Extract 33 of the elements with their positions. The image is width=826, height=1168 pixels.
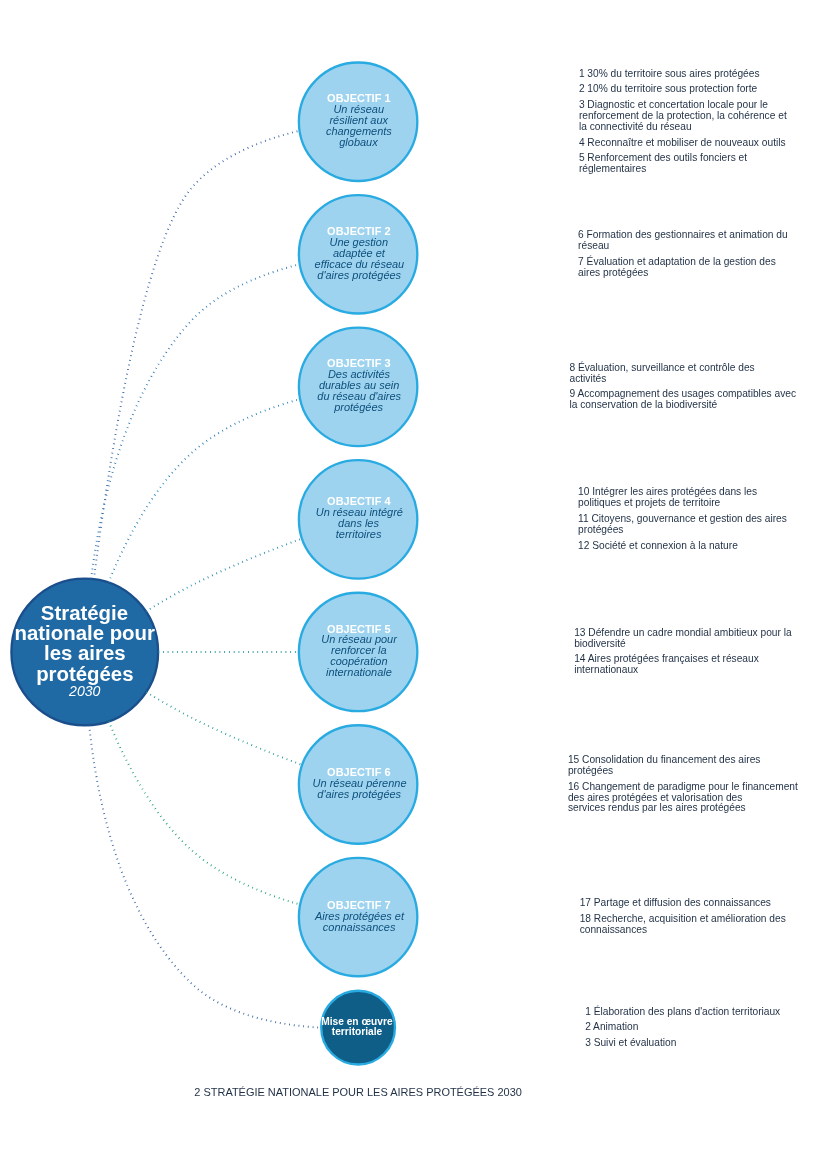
label: 2 STRATÉGIE NATIONALE POUR LES AIRES PROTÉGÉES 2030 [194,1085,522,1098]
node-label: 18 Recherche, acquisition et amélioration des connaissances [579,912,786,935]
node-label: 2 10% du territoire sous protection forte [578,82,758,94]
node-label: 3 Suivi et évaluation [585,1036,677,1048]
node-label: 15 Consolidation du financement des aires protégées [567,753,761,776]
node-circle: OBJECTIF 4 Un réseau intégré dans les territoires [297,458,419,580]
connector [145,690,303,766]
node-label: 1 30% du territoire sous aires protégées [578,67,760,79]
node-label: 4 Reconnaître et mobiliser de nouveaux outils [578,136,786,148]
node-label: 1 Élaboration des plans d'action territoriaux [585,1005,781,1017]
node-label: 11 Citoyens, gouvernance et gestion des aires protégées [578,512,787,535]
node-circle: OBJECTIF 7 Aires protégées et connaissances [297,856,419,977]
node-circle: OBJECTIF 1 Un réseau résilient aux changements globaux [297,60,419,182]
node-label: 3 Diagnostic et concertation locale pour le renforcement de la protection, la cohérence et la connectivité du réseau [578,98,787,132]
node-label: 17 Partage et diffusion des connaissances [579,896,771,908]
connector [145,537,303,612]
node-label: 14 Aires protégées françaises et réseaux internationaux [574,652,759,675]
node-label: 8 Évaluation, surveillance et contrôle des activités [569,361,755,384]
node-circle: OBJECTIF 2 Une gestion adaptée et efficace du réseau d'aires protégées [297,193,419,315]
node-circle: Mise en œuvre territoriale [320,989,397,1066]
node-circle: OBJECTIF 5 Un réseau pour renforcer la coopération internationale [297,591,419,712]
node-label: 6 Formation des gestionnaires et animation du réseau [578,228,788,251]
node-circle: OBJECTIF 6 Un réseau pérenne d'aires protégées [297,723,419,845]
node-label: 9 Accompagnement des usages compatibles avec la conservation de la biodiversité [569,387,796,410]
node-circle: Stratégie nationale pour les aires protégées 2030 [10,576,160,726]
node-label: 10 Intégrer les aires protégées dans les politiques et projets de territoire [578,485,758,508]
node-label: 13 Défendre un cadre mondial ambitieux pour la biodiversité [574,626,792,649]
node-label: 2 Animation [585,1020,639,1032]
node-label: 12 Société et connexion à la nature [578,539,738,551]
node-label: 7 Évaluation et adaptation de la gestion des aires protégées [578,255,776,278]
node-label: 16 Changement de paradigme pour le financement des aires protégées et valorisation des services rendus par les aires protégées [567,780,798,813]
node-circle: OBJECTIF 3 Des activités durables au sein du réseau d'aires protégées [297,325,419,447]
node-label: 5 Renforcement des outils fonciers et réglementaires [578,151,748,174]
